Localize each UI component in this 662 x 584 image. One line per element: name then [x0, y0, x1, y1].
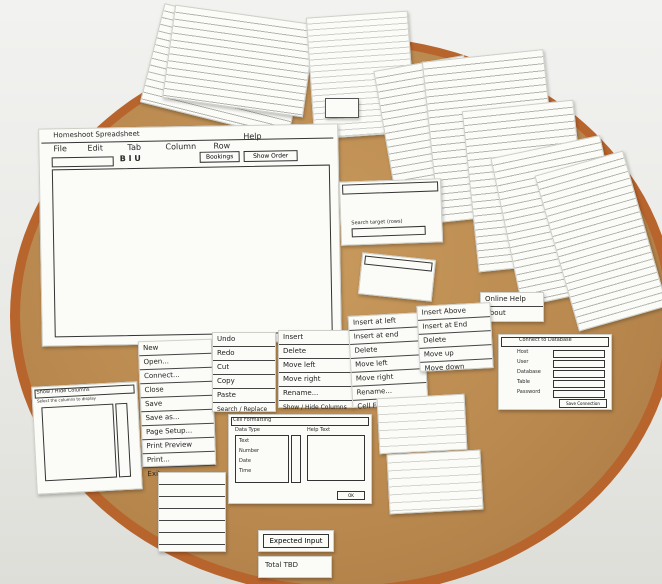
edit-item-search[interactable]: Search / Replace [217, 406, 268, 413]
menu-row[interactable]: Row [213, 141, 231, 151]
cell-format-help-box[interactable] [307, 435, 365, 481]
type-time[interactable]: Time [239, 468, 252, 474]
column-item-rename[interactable]: Rename... [279, 387, 353, 401]
grid-area[interactable] [51, 164, 333, 338]
cell-format-type-list[interactable]: Text Number Date Time [235, 435, 289, 483]
file-menu: New Open... Connect... Close Save Save a… [137, 338, 217, 478]
column-item-move-left[interactable]: Move left [279, 359, 353, 373]
row-menu: Insert at left Insert at end Delete Move… [347, 312, 429, 411]
edit-item-redo[interactable]: Redo [213, 347, 275, 361]
connect-host-label: Host [517, 349, 529, 355]
connect-dialog: Connect to Database Host User Database T… [498, 334, 612, 410]
bookings-label: Bookings [205, 153, 234, 161]
show-hide-dialog: Show / Hide Columns Select the columns t… [31, 381, 143, 495]
connect-fields: Host User Database Table Password [517, 349, 541, 399]
type-date[interactable]: Date [239, 458, 251, 464]
cell-format-ok-button[interactable]: OK [337, 491, 365, 500]
show-order-button[interactable]: Show Order [243, 150, 298, 163]
cell-format-title: Cell Formatting [233, 417, 272, 423]
edit-item-cut[interactable]: Cut [213, 361, 275, 375]
lined-card [158, 472, 226, 552]
column-item-insert[interactable]: Insert [279, 331, 353, 345]
small-dialog [358, 252, 436, 302]
row-menu-2: Insert Above Insert at End Delete Move u… [416, 302, 494, 373]
help-item-online[interactable]: Online Help [481, 293, 543, 307]
small-card-top [325, 98, 359, 118]
type-text[interactable]: Text [239, 438, 250, 444]
cell-format-ok-label: OK [348, 493, 354, 498]
connect-database-label: Database [517, 369, 541, 375]
show-order-label: Show Order [252, 152, 289, 160]
cell-format-scroll[interactable] [291, 435, 301, 483]
note-card-2 [386, 449, 484, 515]
edit-item-paste[interactable]: Paste [213, 389, 275, 403]
help-item-about[interactable]: About [485, 309, 506, 317]
column-menu: Insert Delete Move left Move right Renam… [278, 330, 354, 411]
connect-table-label: Table [517, 379, 530, 385]
connect-password-label: Password [517, 389, 541, 395]
cell-format-dialog: Cell Formatting Data Type Text Number Da… [228, 414, 372, 504]
menu-edit[interactable]: Edit [87, 143, 104, 153]
strip-expected-input-text: Expected Input [269, 537, 323, 545]
menu-file[interactable]: File [53, 144, 67, 154]
toolbar-input[interactable] [51, 156, 114, 168]
strip-total-text: Total TBD [265, 561, 299, 569]
connect-dialog-title: Connect to Database [519, 337, 572, 343]
search-dialog: Search target (rows) [338, 178, 444, 246]
connect-dialog-titlebar [501, 337, 609, 347]
menu-column[interactable]: Column [165, 141, 197, 152]
bookings-button[interactable]: Bookings [199, 151, 240, 163]
search-dialog-titlebar [342, 181, 439, 195]
connect-save-label: Save Connection [566, 401, 600, 406]
search-dialog-input[interactable] [351, 225, 426, 238]
note-card-1 [376, 393, 468, 455]
strip-total: Total TBD [258, 556, 332, 578]
connect-database-input[interactable] [553, 370, 605, 378]
format-icons[interactable]: B I U [119, 153, 141, 164]
connect-host-input[interactable] [553, 350, 605, 358]
connect-password-input[interactable] [553, 390, 605, 398]
small-dialog-titlebar [364, 255, 433, 272]
show-hide-list[interactable] [41, 403, 118, 482]
show-hide-scrollbar[interactable] [115, 402, 132, 478]
search-dialog-label: Search target (rows) [351, 218, 403, 227]
connect-table-input[interactable] [553, 380, 605, 388]
column-item-delete[interactable]: Delete [279, 345, 353, 359]
spreadsheet-window: Homeshoot Spreadsheet File Edit Tab Colu… [38, 123, 342, 347]
cell-format-titlebar [231, 417, 369, 426]
type-number[interactable]: Number [239, 448, 260, 454]
cell-format-left-label: Data Type [235, 427, 261, 433]
menu-help[interactable]: Help [243, 131, 262, 142]
strip-expected-input: Expected Input [258, 530, 334, 552]
menu-tab[interactable]: Tab [127, 142, 142, 153]
connect-user-input[interactable] [553, 360, 605, 368]
edit-item-undo[interactable]: Undo [213, 333, 275, 347]
edit-item-copy[interactable]: Copy [213, 375, 275, 389]
column-item-show-hide[interactable]: Show / Hide Columns [283, 404, 347, 411]
connect-save-button[interactable]: Save Connection [559, 399, 607, 408]
strip-expected-input-box: Expected Input [263, 534, 329, 548]
column-item-move-right[interactable]: Move right [279, 373, 353, 387]
connect-user-label: User [517, 359, 529, 365]
printout-stack-2 [162, 4, 316, 118]
edit-menu: Undo Redo Cut Copy Paste Search / Replac… [212, 332, 276, 413]
cell-format-right-label: Help Text [307, 427, 331, 433]
spreadsheet-title: Homeshoot Spreadsheet [53, 129, 140, 140]
